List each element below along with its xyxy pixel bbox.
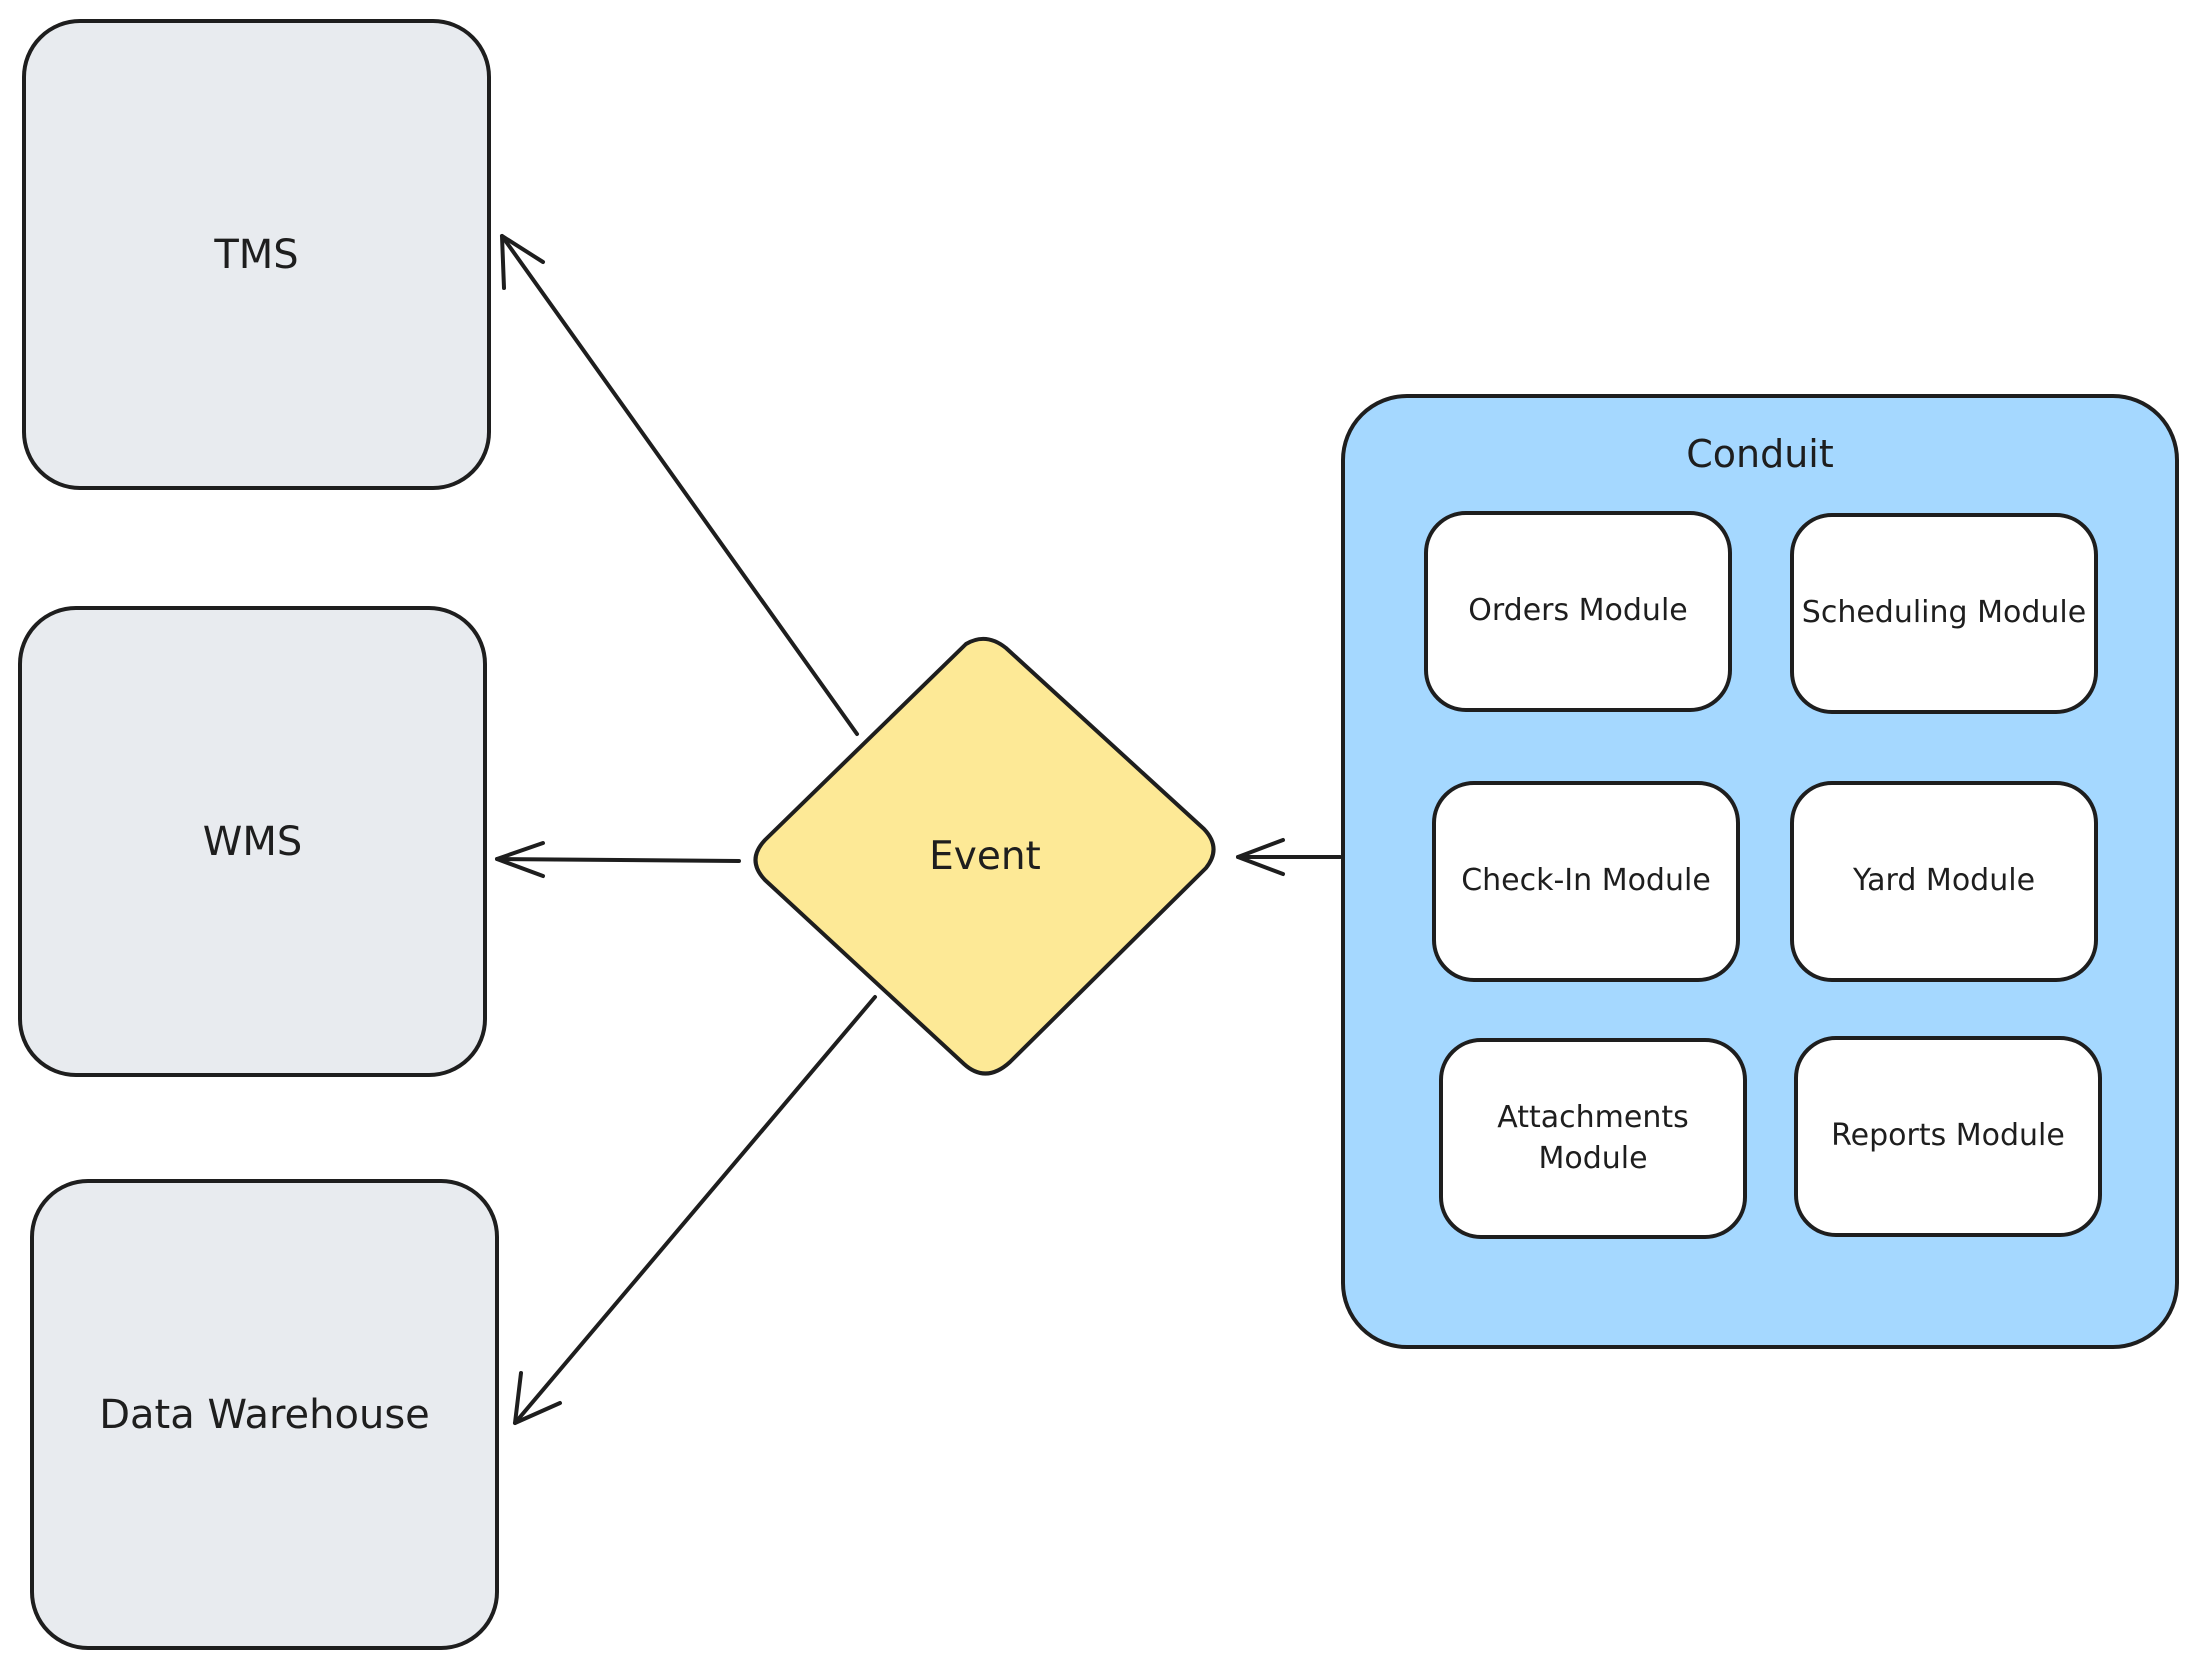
scheduling-module-box[interactable] [1790, 513, 2098, 714]
arrow-event-to-tms [500, 234, 859, 736]
orders-module-box[interactable] [1424, 511, 1732, 712]
tms-box[interactable] [22, 19, 491, 490]
reports-module-box[interactable] [1794, 1036, 2102, 1237]
yard-module-box[interactable] [1790, 781, 2098, 982]
arrow-conduit-to-event [1236, 838, 1342, 876]
arrow-event-to-data-warehouse [513, 995, 877, 1425]
check-in-module-box[interactable] [1432, 781, 1740, 982]
arrow-event-to-wms [495, 841, 741, 878]
event-diamond[interactable] [753, 636, 1216, 1076]
data-warehouse-box[interactable] [30, 1179, 499, 1650]
attachments-module-box[interactable] [1439, 1038, 1747, 1239]
wms-box[interactable] [18, 606, 487, 1077]
